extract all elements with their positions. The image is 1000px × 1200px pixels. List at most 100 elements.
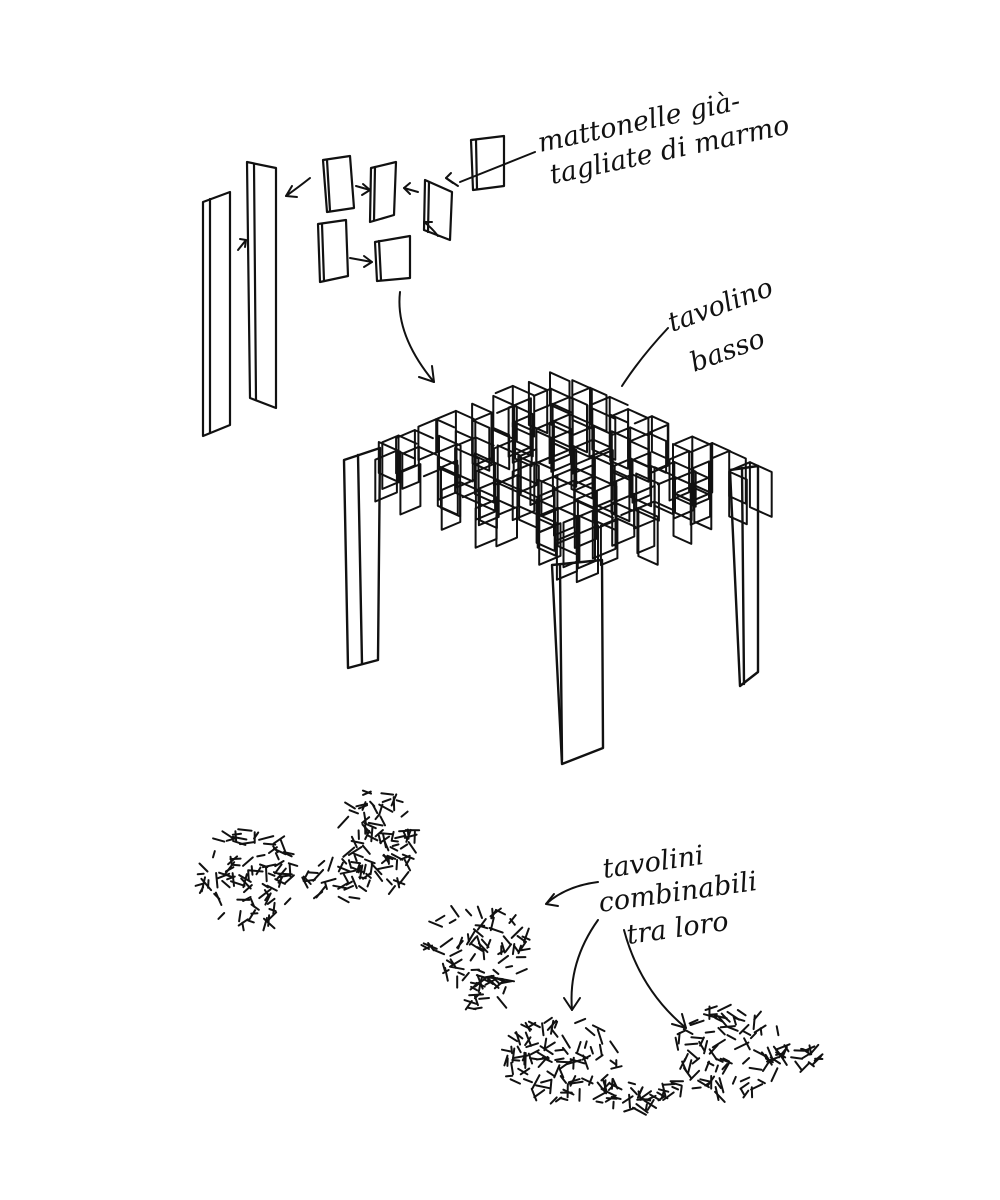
tile-stroke [387, 885, 396, 895]
tile-stroke [683, 1053, 689, 1063]
tile-stroke [343, 873, 349, 883]
tile-edge [656, 476, 676, 486]
tile-4 [316, 218, 350, 284]
tile-edge [512, 439, 533, 450]
tile-stroke [519, 940, 527, 951]
tile-stroke [445, 959, 454, 965]
tile-stroke [363, 825, 369, 836]
tile-stroke [484, 977, 499, 986]
tile-stroke [543, 1016, 553, 1024]
tile-stroke [344, 801, 356, 810]
tile-stroke [341, 858, 348, 865]
tile-stroke [649, 1093, 661, 1102]
tile-stroke [567, 1078, 581, 1084]
tile-stroke [509, 918, 516, 926]
tile-stroke [657, 1088, 670, 1093]
table-legs [342, 446, 760, 766]
tile-stroke [466, 930, 476, 946]
tile-stroke [247, 919, 255, 924]
tile-stroke [509, 1078, 521, 1085]
tile-stroke [478, 997, 490, 1000]
tile-stroke [688, 1018, 699, 1025]
tile-stroke [250, 903, 260, 911]
tile-stroke [630, 1087, 638, 1096]
tile-stroke [714, 1090, 726, 1103]
tile-stroke [283, 897, 292, 906]
tile-stroke [521, 935, 531, 941]
tile-stroke [351, 875, 358, 889]
tile-stroke [769, 1056, 781, 1065]
tile-stroke [734, 1017, 746, 1022]
tile-stroke [361, 844, 371, 855]
tile-stroke [546, 1070, 556, 1078]
tile-stroke [378, 803, 384, 816]
tile-stroke [726, 1034, 737, 1041]
exploded-components [201, 134, 669, 438]
tile-stroke [381, 798, 392, 803]
tile-stroke [342, 846, 356, 858]
tile-plate [514, 421, 533, 468]
tile-stroke [456, 940, 464, 949]
tile-stroke [428, 920, 443, 928]
tile-stroke [689, 1069, 701, 1081]
tile-plate [610, 468, 631, 523]
tile-stroke [572, 1056, 575, 1070]
tile-1 [321, 154, 356, 214]
tile-stroke [708, 1048, 718, 1061]
tile-stroke [687, 1059, 693, 1074]
tile-stroke [541, 1022, 545, 1037]
tile-stroke [543, 1037, 548, 1052]
tile-edge [575, 455, 595, 465]
tile-edge [576, 499, 597, 510]
tile-stroke [362, 872, 372, 880]
tile-stroke [347, 859, 353, 869]
tile-stroke [511, 943, 516, 956]
tile-edge [594, 508, 614, 519]
tile-stroke [714, 1064, 719, 1073]
tile-stroke [527, 1020, 541, 1029]
tile-stroke [502, 986, 507, 995]
tile-plate [668, 450, 691, 502]
tile-stroke [256, 854, 266, 858]
tile-plate [538, 522, 562, 566]
tile-edge [474, 436, 495, 447]
tile-stroke [239, 841, 255, 846]
tile-edge [674, 435, 694, 445]
tile-stroke [663, 1083, 676, 1086]
tile-stroke [398, 871, 410, 885]
tile-stroke [704, 1030, 716, 1034]
tile-stroke [339, 869, 357, 875]
tile-stroke [379, 832, 394, 836]
tile-stroke [496, 996, 508, 1009]
tile-stroke [369, 862, 374, 876]
tile-edge [495, 498, 516, 509]
tile-stroke [483, 978, 494, 985]
tile-plate [611, 492, 636, 547]
tile-stroke [312, 868, 325, 882]
tile-edge [496, 404, 516, 414]
tile-stroke [472, 1006, 483, 1010]
tile-stroke [259, 863, 269, 869]
tile-stroke [198, 886, 205, 894]
tile-stroke [661, 1082, 667, 1096]
tile-edge [422, 468, 442, 478]
tile-stroke [749, 1031, 757, 1040]
tile-stroke [559, 1097, 569, 1101]
tile-edge [435, 418, 456, 429]
tile-stroke [274, 852, 280, 861]
tile-stroke [525, 1042, 539, 1049]
tile-edge [497, 479, 518, 490]
tile-edge [573, 479, 594, 490]
tile-stroke [351, 866, 365, 874]
tile-stroke [794, 1060, 803, 1071]
tile-stroke [596, 1028, 604, 1045]
tile-stroke [656, 1091, 669, 1100]
arrow-icon [545, 881, 687, 1029]
tile-stroke [528, 1049, 540, 1056]
tile-stroke [742, 1089, 750, 1099]
tile-stroke [272, 835, 286, 845]
tile-stroke [343, 885, 354, 891]
tile-stroke [390, 839, 399, 843]
tile-stroke [491, 907, 495, 920]
tile-stroke [523, 927, 530, 943]
